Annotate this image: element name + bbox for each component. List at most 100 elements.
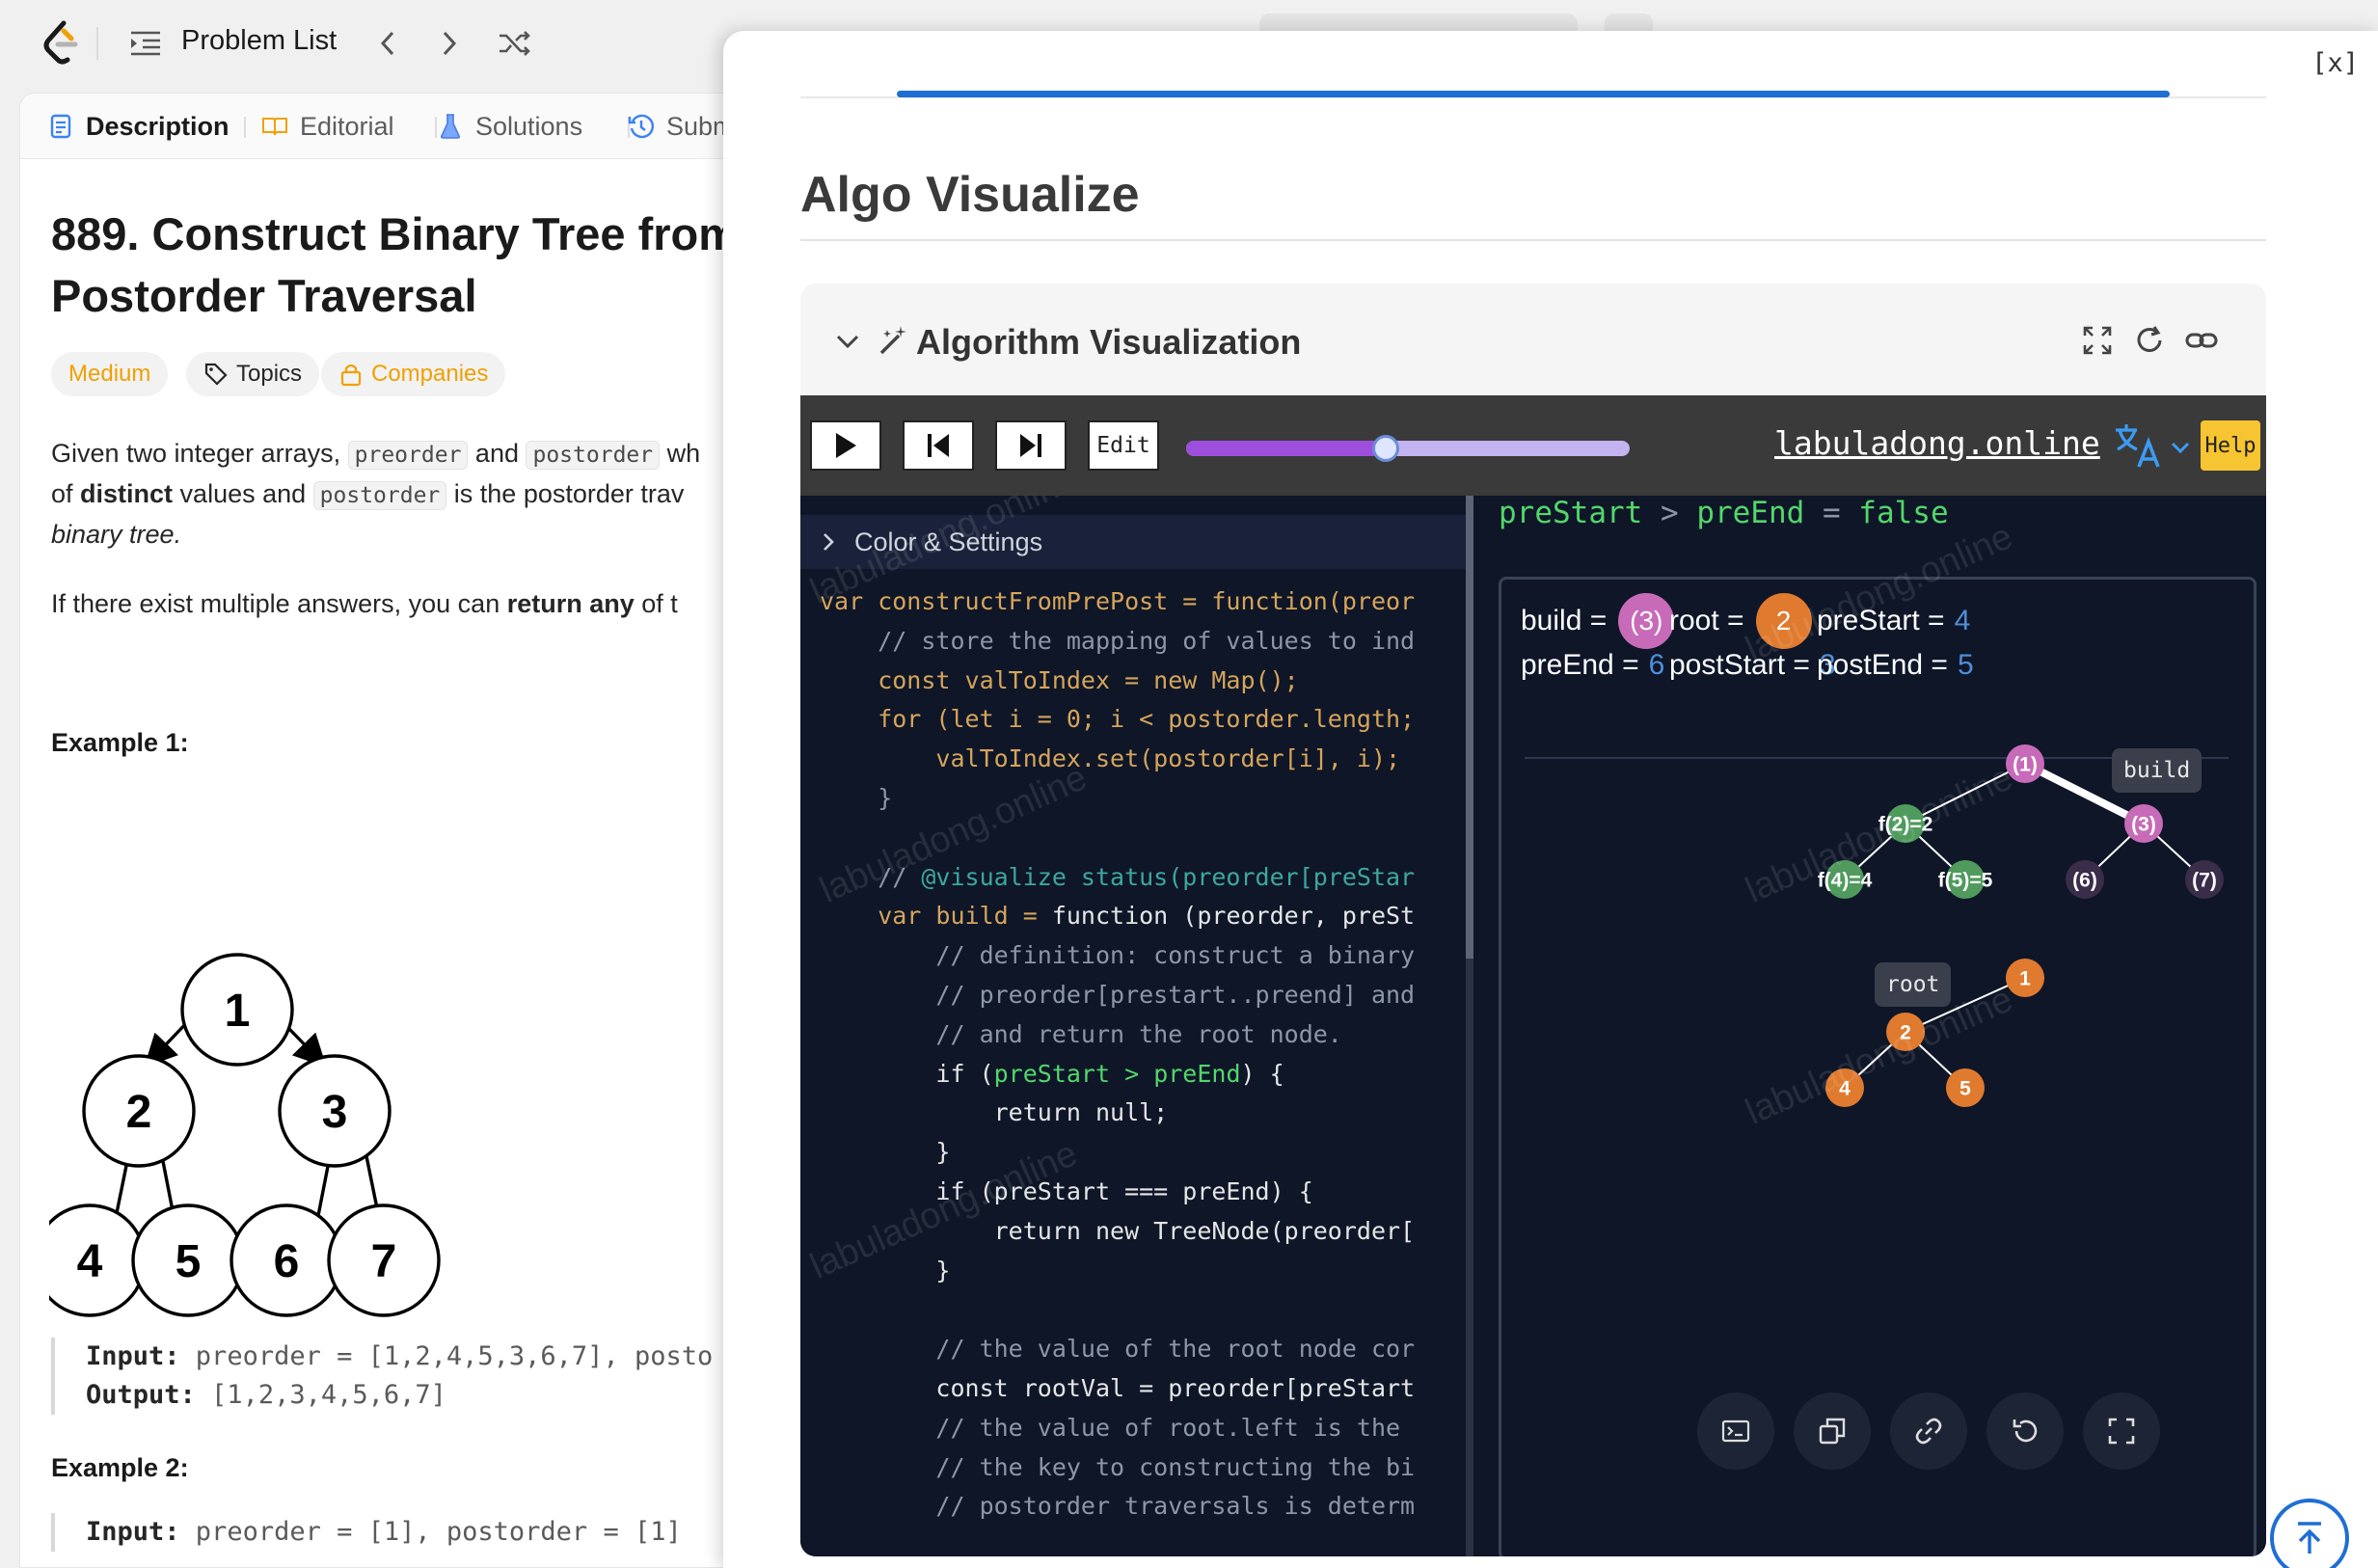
step-forward-button[interactable] [995, 420, 1067, 471]
code-token: for (let i = 0; i < postorder.length; [820, 705, 1416, 734]
site-link[interactable]: labuladong.online [1774, 424, 2100, 462]
skip-forward-icon [1020, 434, 1041, 457]
code-line: const rootVal = preorder[preStart [820, 1369, 1415, 1409]
code-token: // preorder[prestart..preend] and [820, 980, 1416, 1009]
tab-editorial[interactable]: Editorial [261, 109, 394, 144]
card-title: Algorithm Visualization [916, 322, 1302, 362]
arrow-up-icon [2298, 1522, 2321, 1554]
code-line: } [820, 1133, 1415, 1173]
call-edge [1905, 763, 2026, 825]
problem-statement-line4: If there exist multiple answers, you can… [51, 589, 678, 618]
example2-io: Input: preorder = [1], postorder = [1] [51, 1513, 751, 1552]
result-node [1946, 1068, 1985, 1107]
play-button[interactable] [810, 420, 881, 471]
call-node-label: (3) [2131, 814, 2156, 836]
collapse-chevron-icon[interactable] [835, 332, 860, 351]
code-pane: Color & Settings var constructFromPrePos… [800, 496, 1475, 1556]
tree-node-label: 1 [225, 986, 251, 1037]
share-link-button[interactable] [1890, 1392, 1967, 1470]
copy-button[interactable] [1794, 1392, 1871, 1470]
copy-icon [1819, 1418, 1846, 1445]
code-line: // preorder[prestart..preend] and [820, 976, 1415, 1015]
tab-solutions[interactable]: Solutions [437, 109, 582, 144]
play-icon [836, 433, 856, 458]
problem-list-icon[interactable] [129, 29, 162, 58]
tag-icon [203, 362, 229, 387]
code-line: // and return the root node. [820, 1015, 1415, 1055]
problem-panel: Description Editorial Solutions Subm 889… [19, 93, 752, 1568]
tab-submissions[interactable]: Subm [628, 109, 735, 144]
call-node [2066, 860, 2104, 899]
fullscreen-icon[interactable] [2081, 324, 2114, 357]
edit-button[interactable]: Edit [1088, 420, 1159, 471]
variables-divider [1525, 757, 2229, 759]
translate-icon[interactable] [2112, 420, 2162, 471]
undo-icon [2013, 1419, 2038, 1443]
color-settings-toggle[interactable]: Color & Settings [800, 515, 1466, 569]
call-node [1886, 804, 1925, 843]
tree-node-label: 6 [274, 1236, 300, 1287]
example1-io: Input: preorder = [1,2,4,5,3,6,7], posto… [51, 1338, 751, 1415]
header-rule [800, 96, 2266, 98]
root-bubble: 2 [1755, 593, 1812, 649]
next-problem-button[interactable] [430, 23, 469, 64]
call-node [1946, 860, 1985, 899]
tree-node [82, 1054, 196, 1168]
title-rule [800, 239, 2266, 241]
tab-description[interactable]: Description [47, 109, 230, 144]
code-line: return new TreeNode(preorder[ [820, 1212, 1416, 1252]
result-node-label: 5 [1959, 1078, 1971, 1100]
code-token: function (preorder, preSt [1051, 902, 1416, 931]
code-line: } [820, 779, 1415, 819]
build-tooltip: build [2112, 748, 2202, 793]
code-scrollbar[interactable] [1466, 496, 1473, 1556]
help-button[interactable]: Help [2201, 420, 2260, 471]
code-scrollbar-thumb[interactable] [1466, 496, 1473, 959]
call-node [2006, 744, 2044, 783]
chevron-down-icon[interactable] [2170, 440, 2191, 455]
code-line [820, 1290, 1415, 1330]
result-node-label: 4 [1839, 1078, 1851, 1100]
code-token: // and return the root node. [820, 1019, 1342, 1048]
leetcode-logo-icon[interactable] [39, 19, 83, 68]
player-toolbar: Edit labuladong.online Help [800, 395, 2266, 496]
topbar-divider [96, 27, 98, 60]
call-node [1825, 860, 1864, 899]
topics-tag[interactable]: Topics [186, 352, 320, 396]
problem-list-link[interactable]: Problem List [181, 25, 338, 56]
tab-divider [435, 117, 437, 138]
scroll-to-top-button[interactable] [2270, 1499, 2349, 1568]
tab-divider [628, 117, 630, 138]
code-line: return null; [820, 1094, 1415, 1133]
description-icon [47, 113, 74, 140]
code-token: // postorder traversals is determ [820, 1492, 1416, 1521]
console-button[interactable] [1697, 1392, 1774, 1470]
code-line: var constructFromPrePost = function(preo… [820, 582, 1415, 622]
example1-heading: Example 1: [51, 728, 189, 757]
var-poststart: postStart =3 [1669, 649, 1836, 681]
code-token: var constructFromPrePost = function(preo… [820, 587, 1416, 615]
code-token: if ( [820, 1059, 994, 1088]
code-token: // definition: construct a binary [820, 941, 1416, 970]
link-icon[interactable] [2185, 324, 2218, 357]
refresh-icon[interactable] [2133, 324, 2166, 357]
source-code: var constructFromPrePost = function(preo… [820, 582, 1415, 1527]
step-slider[interactable] [1186, 435, 1630, 462]
var-build: build =(3) [1521, 593, 1675, 649]
prev-problem-button[interactable] [368, 23, 407, 64]
close-button[interactable]: [x] [2311, 48, 2359, 78]
result-node [1886, 1013, 1925, 1051]
companies-tag[interactable]: Companies [321, 352, 506, 396]
code-line: var build = function (preorder, preSt [820, 897, 1415, 936]
random-problem-button[interactable] [496, 23, 534, 64]
code-token [820, 824, 834, 852]
code-line: const valToIndex = new Map(); [820, 662, 1415, 701]
reset-button[interactable] [1986, 1392, 2064, 1470]
slider-handle[interactable] [1372, 435, 1399, 462]
step-back-button[interactable] [903, 420, 974, 471]
code-line: valToIndex.set(postorder[i], i); [820, 740, 1415, 779]
fullscreen-button[interactable] [2083, 1392, 2160, 1470]
